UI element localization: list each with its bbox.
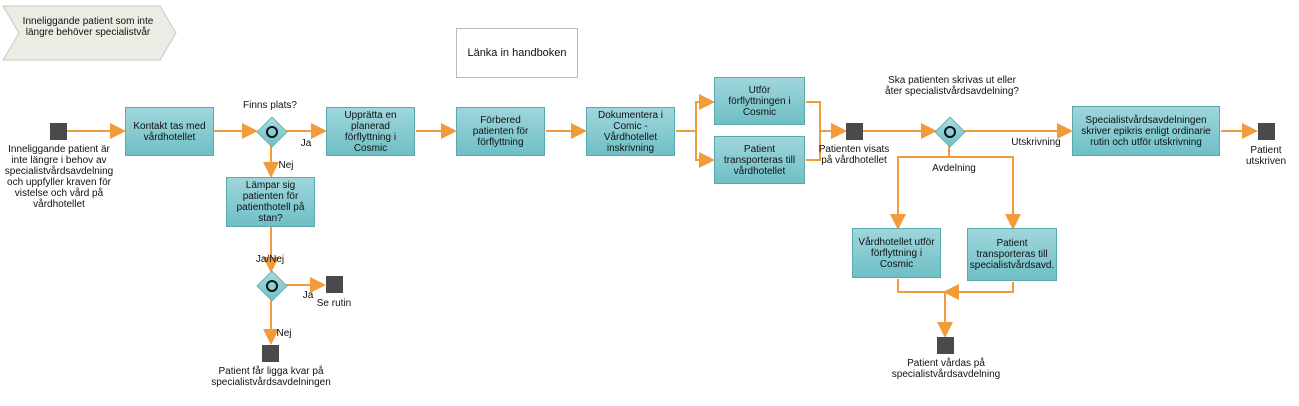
gateway-circle-icon [263,123,281,141]
visats-event [846,123,863,140]
task-epikris[interactable]: Specialistvårdsavdelningen skriver epikr… [1072,106,1220,156]
utskriven-event-label: Patient utskriven [1245,145,1286,167]
nej-label-2: Nej [276,328,292,339]
utskriven-event [1258,123,1275,140]
start-event [50,123,67,140]
gateway-circle-icon [941,123,959,141]
stay-event-label: Patient får ligga kvar på specialistvård… [211,366,331,388]
task-forbered[interactable]: Förbered patienten för förflyttning [456,107,545,156]
start-chevron-shape [2,5,177,61]
vardas-event-label: Patient vårdas på specialistvårdsavdelni… [891,358,1001,380]
janej-label: Ja/Nej [255,254,285,265]
start-event-label: Inneliggande patient är inte längre i be… [4,144,114,210]
se-rutin-event [326,276,343,293]
finns-plats-label: Finns plats? [243,100,297,111]
task-vardhotellet-utfor[interactable]: Vårdhotellet utför förflyttning i Cosmic [852,228,941,278]
header-shape-label: Inneliggande patient som inte längre beh… [22,16,154,38]
vardas-event [937,337,954,354]
ja-label-1: Ja [300,138,312,149]
skrivas-ut-label: Ska patienten skrivas ut eller åter spec… [885,75,1019,97]
task-uppratta[interactable]: Upprätta en planerad förflyttning i Cosm… [326,107,415,156]
task-utfor[interactable]: Utför förflyttningen i Cosmic [714,77,805,125]
task-transporteras[interactable]: Patient transporteras till vårdhotellet [714,136,805,184]
task-lampar[interactable]: Lämpar sig patienten för patienthotell p… [226,177,315,227]
task-transport-avd[interactable]: Patient transporteras till specialistvår… [967,228,1057,281]
task-kontakt[interactable]: Kontakt tas med vårdhotellet [125,107,214,156]
visats-event-label: Patienten visats på vårdhotellet [818,144,890,166]
task-dokumentera[interactable]: Dokumentera i Comic - Vårdhotellet inskr… [586,107,675,156]
handbook-link[interactable]: Länka in handboken [456,28,578,78]
se-rutin-label: Se rutin [316,298,352,309]
avdelning-label: Avdelning [932,163,976,174]
nej-label-1: Nej [278,160,294,171]
utskrivning-label: Utskrivning [1011,137,1061,148]
stay-event [262,345,279,362]
ja-label-2: Ja [302,290,314,301]
gateway-circle-icon [263,277,281,295]
